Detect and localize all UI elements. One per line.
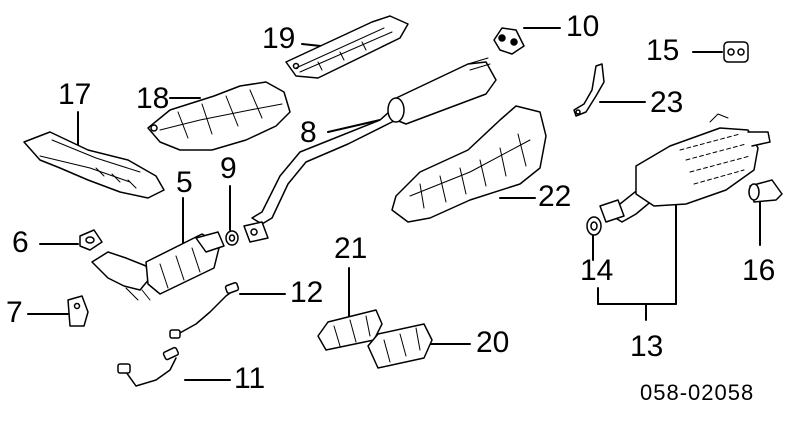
callout-8: 8 — [300, 116, 317, 149]
callout-11: 11 — [234, 362, 266, 395]
leader-lines — [27, 27, 761, 381]
diagram-code: 058-02058 — [640, 380, 755, 405]
callout-10: 10 — [566, 10, 600, 43]
muffler-part — [599, 113, 771, 223]
oxygen-sensor-lower-part — [117, 346, 180, 387]
oxygen-sensor-upper-part — [169, 282, 240, 339]
callout-22: 22 — [538, 180, 572, 213]
muffler-gasket-part — [586, 216, 602, 236]
middle-pipe-part — [243, 57, 497, 243]
catalytic-converter-part — [91, 231, 225, 301]
callout-15: 15 — [646, 34, 680, 67]
callout-9: 9 — [220, 152, 237, 185]
front-heat-shield-part — [23, 131, 165, 199]
callout-20: 20 — [476, 326, 510, 359]
callout-6: 6 — [12, 226, 29, 259]
hanger-bracket-part — [493, 27, 525, 55]
pipe-gasket-part — [225, 230, 239, 246]
support-bracket-part — [67, 295, 89, 327]
callout-16: 16 — [742, 254, 776, 287]
callout-13: 13 — [630, 330, 664, 363]
flange-gasket-part — [79, 229, 103, 251]
callout-17: 17 — [58, 78, 92, 111]
pipe-cover-part — [367, 323, 433, 369]
tail-pipe-finisher-part — [748, 179, 783, 203]
callout-7: 7 — [6, 296, 23, 329]
callout-21: 21 — [334, 232, 368, 265]
hanger-rod-part — [573, 63, 605, 117]
rear-heat-shield-part — [391, 105, 547, 223]
callout-5: 5 — [176, 166, 193, 199]
upper-heat-shield-part — [285, 15, 409, 79]
callout-23: 23 — [650, 86, 684, 119]
callout-19: 19 — [262, 22, 296, 55]
callout-14: 14 — [580, 254, 614, 287]
rubber-mount-part — [723, 41, 749, 63]
sensor-cover-part — [317, 309, 383, 351]
converter-heat-shield-part — [147, 81, 291, 151]
callout-18: 18 — [136, 82, 170, 115]
callout-12: 12 — [290, 276, 324, 309]
